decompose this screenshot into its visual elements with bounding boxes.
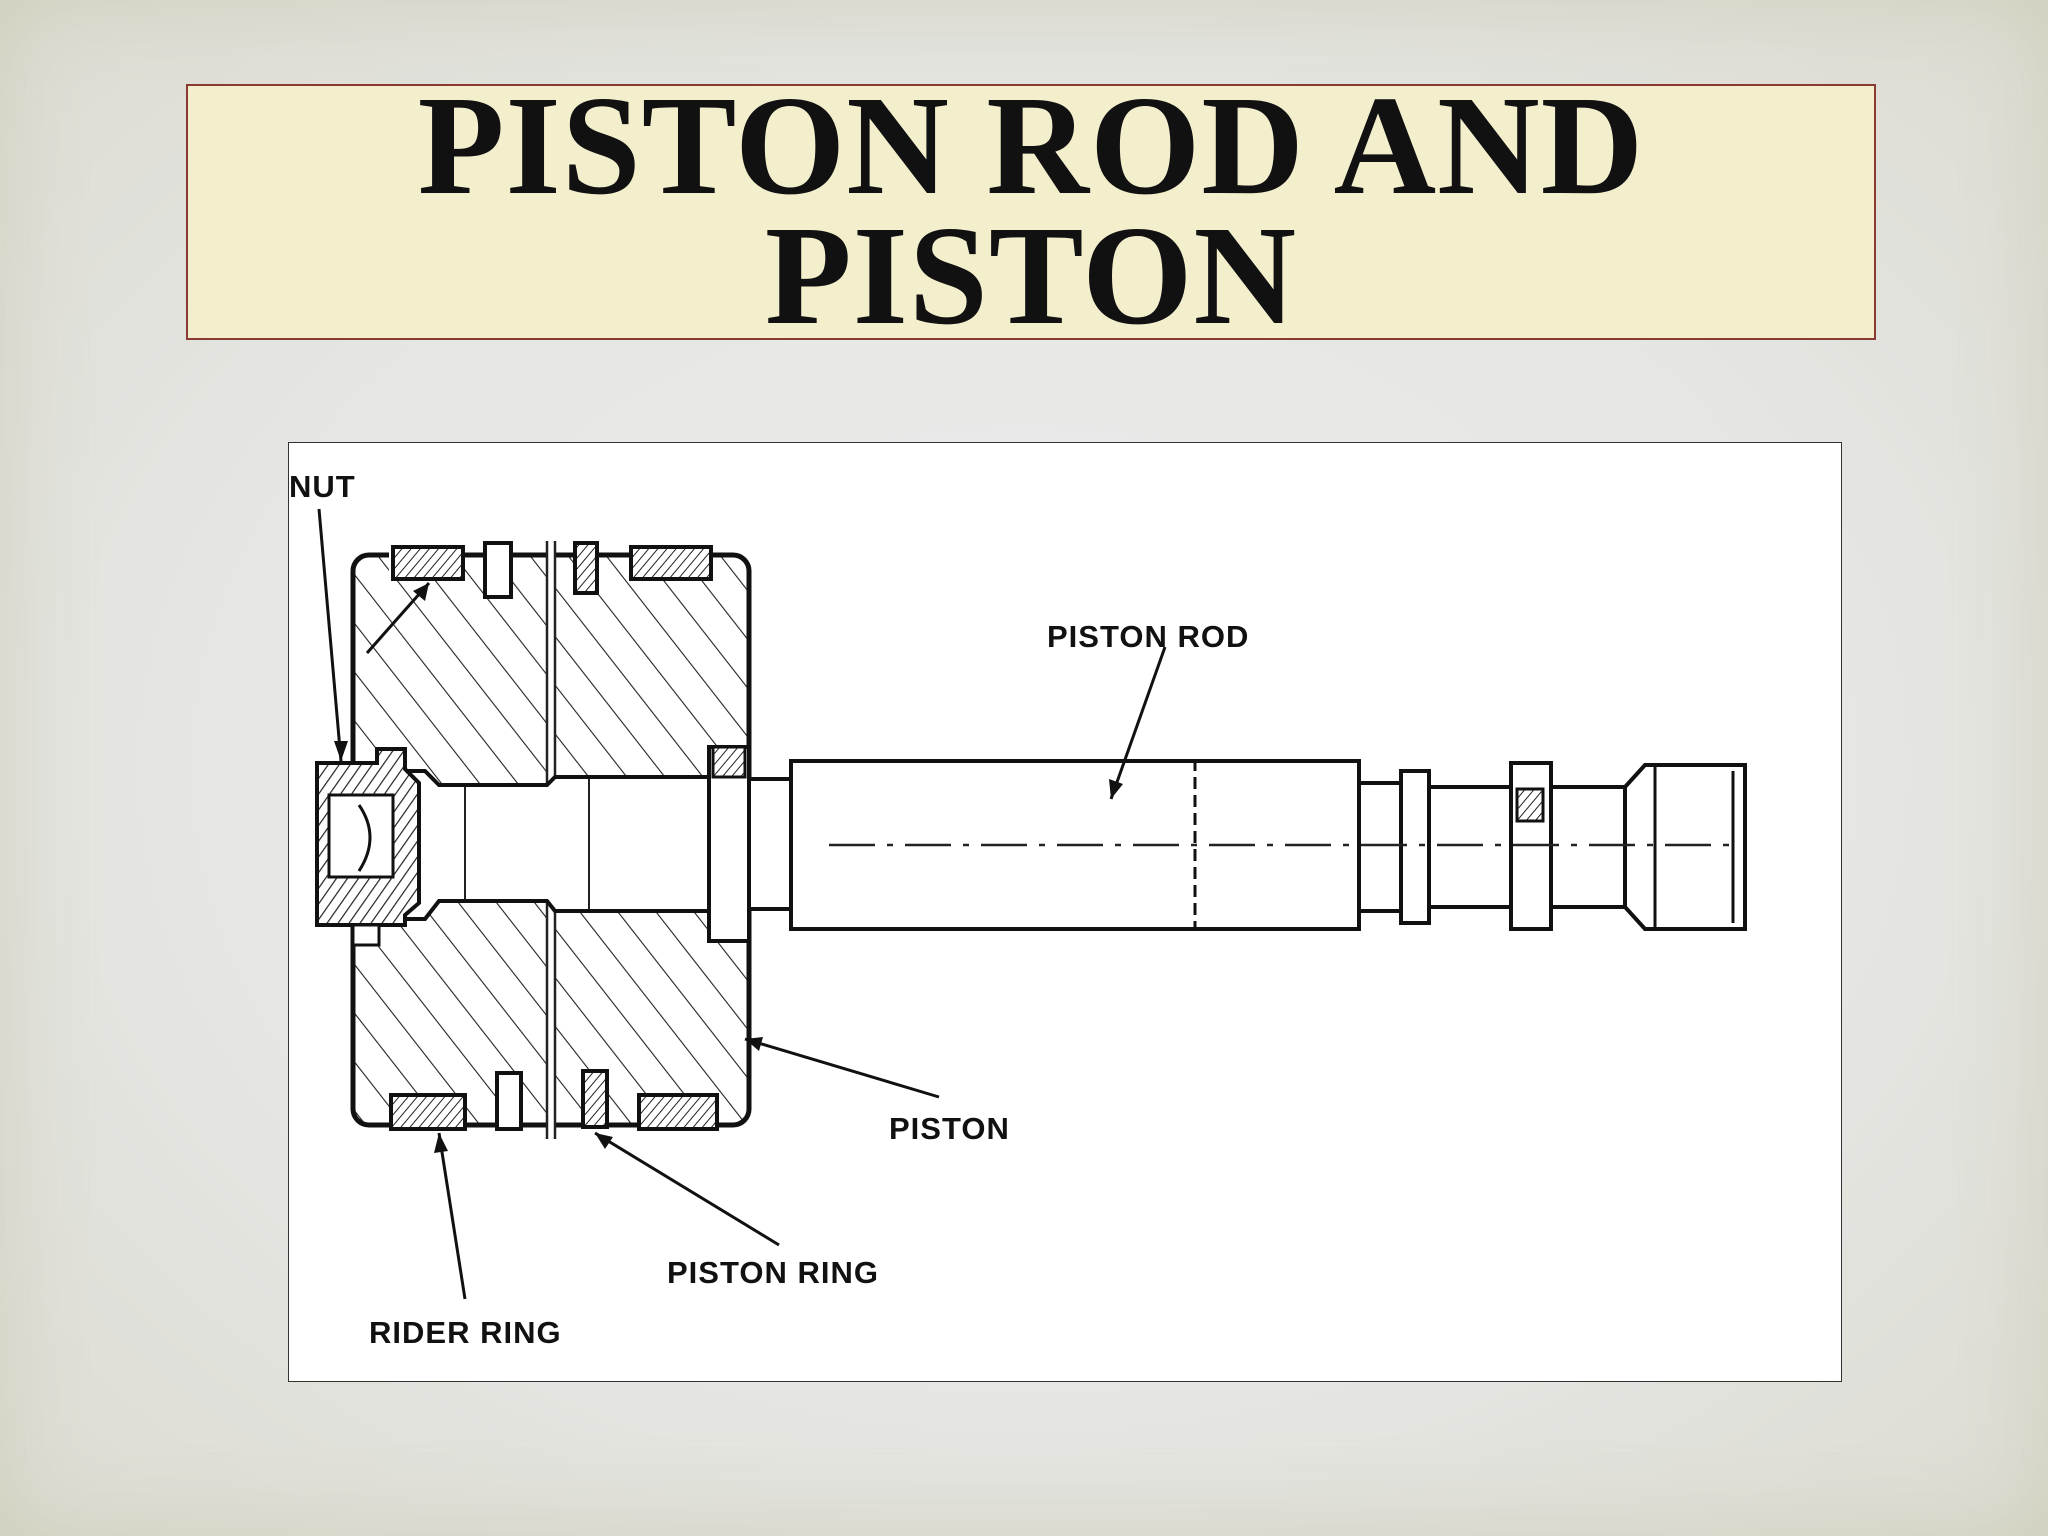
piston-body	[350, 541, 752, 1139]
title-box: PISTON ROD AND PISTON	[186, 74, 1876, 346]
label-rider-ring: RIDER RING	[369, 1315, 562, 1350]
rod-shoulder	[707, 745, 793, 943]
label-piston: PISTON	[889, 1111, 1010, 1146]
leader-lines	[317, 508, 1167, 1300]
bottom-rings	[389, 1069, 719, 1131]
piston-diagram: NUT PISTON ROD PISTON PISTON RING RIDER …	[289, 469, 1747, 1350]
label-piston-ring: PISTON RING	[667, 1255, 879, 1290]
label-piston-rod: PISTON ROD	[1047, 619, 1249, 654]
slide-title-line-2: PISTON	[764, 196, 1298, 354]
piston-rod	[789, 759, 1747, 931]
label-nut: NUT	[289, 469, 356, 504]
nut	[315, 747, 421, 947]
diagram-frame: NUT PISTON ROD PISTON PISTON RING RIDER …	[288, 442, 1842, 1382]
top-rings	[389, 541, 713, 599]
slide-title-line-1: PISTON ROD AND	[417, 66, 1645, 224]
